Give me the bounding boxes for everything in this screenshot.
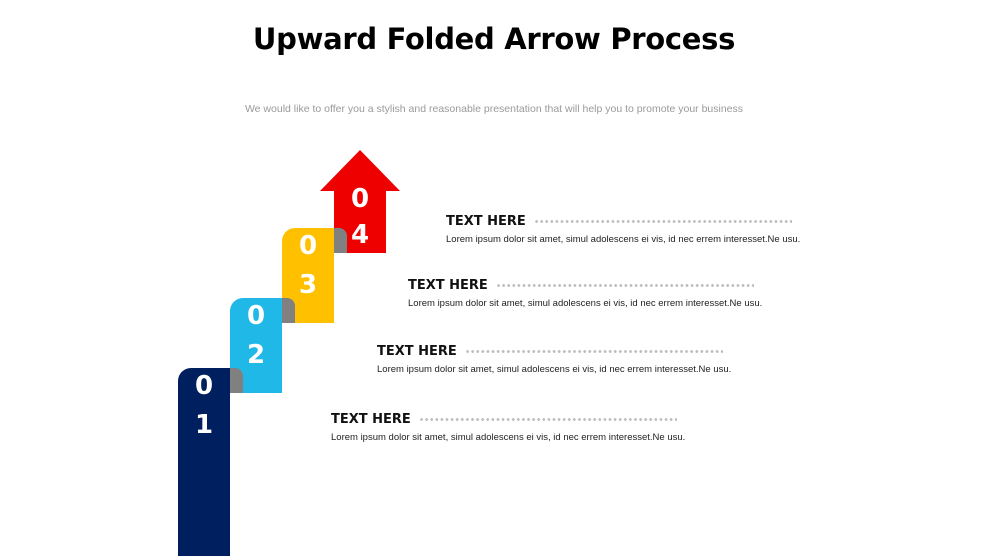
text-block-4: TEXT HERE Lorem ipsum dolor sit amet, si… [446,213,801,246]
step-3-digit-bottom: 3 [298,270,318,300]
block-2-heading: TEXT HERE [377,343,457,359]
dotted-divider [464,349,723,353]
fold-2 [282,298,295,323]
step-1-digit-bottom: 1 [194,410,214,440]
fold-1 [230,368,243,393]
text-block-3: TEXT HERE Lorem ipsum dolor sit amet, si… [408,277,763,310]
step-1: 0 1 [178,368,230,556]
block-4-text: Lorem ipsum dolor sit amet, simul adoles… [446,234,801,245]
step-4-digit-bottom: 4 [350,220,370,250]
fold-3 [334,228,347,253]
step-2-digit-bottom: 2 [246,340,266,370]
up-arrow-icon [320,150,400,253]
dotted-divider [495,283,754,287]
page-subtitle: We would like to offer you a stylish and… [244,103,744,115]
dotted-divider [533,219,792,223]
step-3-digit-top: 0 [298,231,318,261]
step-4: 0 4 [334,184,386,253]
text-block-1: TEXT HERE Lorem ipsum dolor sit amet, si… [331,411,686,444]
step-1-digit-top: 0 [194,371,214,401]
block-1-heading: TEXT HERE [331,411,411,427]
page-title: Upward Folded Arrow Process [252,22,736,56]
block-3-text: Lorem ipsum dolor sit amet, simul adoles… [408,298,763,309]
step-4-digit-top: 0 [350,184,370,214]
block-4-heading: TEXT HERE [446,213,526,229]
dotted-divider [418,417,677,421]
block-2-text: Lorem ipsum dolor sit amet, simul adoles… [377,364,732,375]
block-1-text: Lorem ipsum dolor sit amet, simul adoles… [331,432,686,443]
text-block-2: TEXT HERE Lorem ipsum dolor sit amet, si… [377,343,732,376]
block-3-heading: TEXT HERE [408,277,488,293]
step-2-digit-top: 0 [246,301,266,331]
